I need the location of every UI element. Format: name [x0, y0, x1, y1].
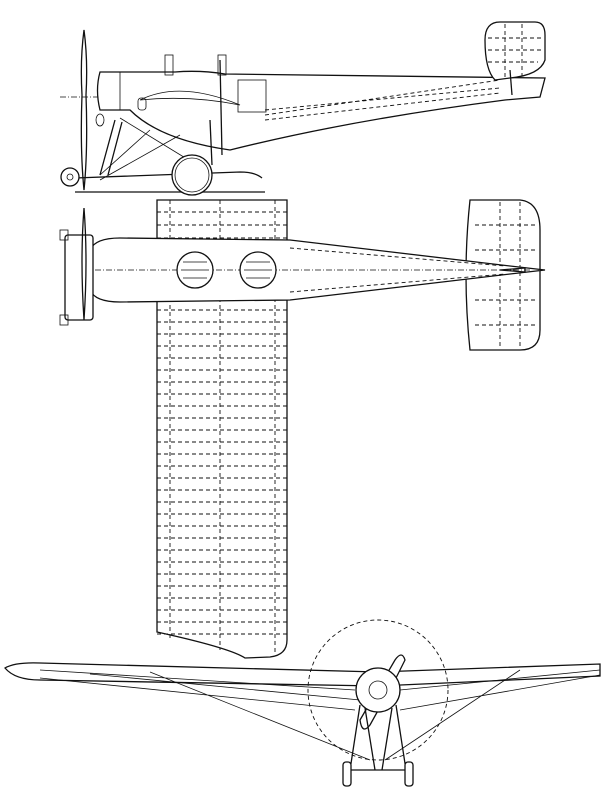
exhaust-stack [217, 54, 227, 76]
fuselage-side [96, 70, 546, 151]
propeller-disc [307, 619, 449, 761]
wheel-left-front [342, 761, 352, 787]
wing-ribs [157, 211, 287, 635]
propeller-side [80, 29, 88, 191]
rudder [484, 21, 546, 81]
nose-top [64, 234, 94, 321]
side-view [60, 21, 546, 196]
wheel-right-front [404, 761, 414, 787]
front-view [4, 619, 601, 787]
top-view [59, 199, 546, 659]
wing-lower-panel [156, 299, 288, 659]
propeller-top [81, 207, 87, 321]
main-wheel-side [171, 154, 213, 196]
engine-cowling [355, 667, 401, 713]
nose-wheel-side [60, 167, 80, 187]
